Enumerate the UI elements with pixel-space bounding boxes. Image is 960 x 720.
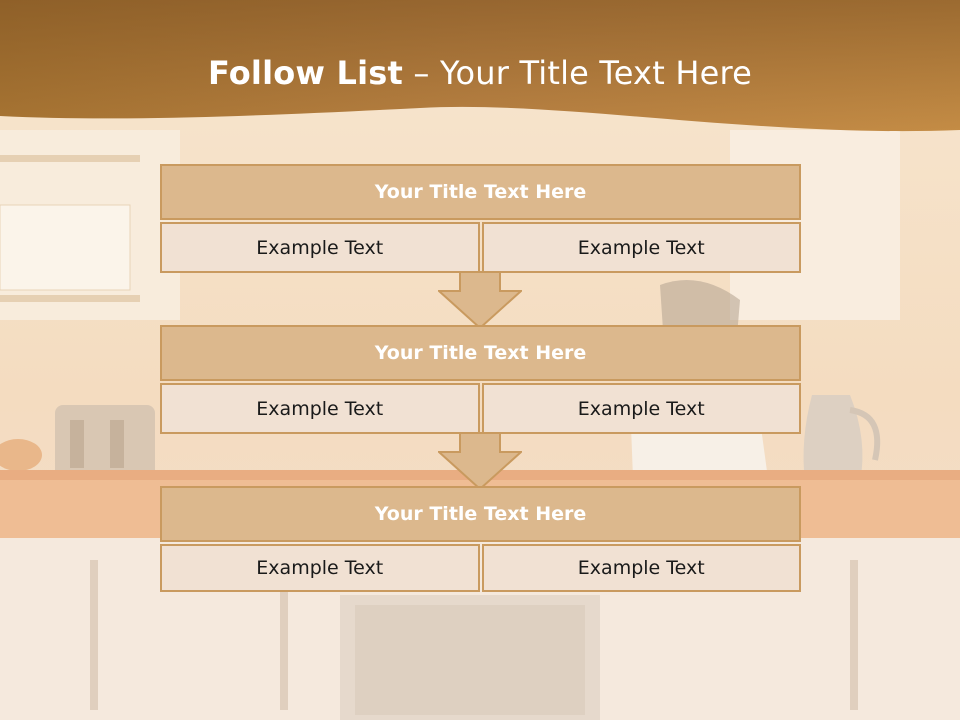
step-1-left-text: Example Text — [160, 222, 480, 273]
step-block-3: Your Title Text Here Example Text Exampl… — [160, 486, 801, 592]
step-1-right-text: Example Text — [481, 222, 801, 273]
down-arrow-icon — [438, 271, 522, 329]
step-block-1: Your Title Text Here Example Text Exampl… — [160, 164, 801, 273]
step-2-title: Your Title Text Here — [160, 325, 801, 381]
step-block-2: Your Title Text Here Example Text Exampl… — [160, 325, 801, 434]
step-2-left-text: Example Text — [160, 383, 480, 434]
slide-title: Follow List – Your Title Text Here — [0, 54, 960, 92]
title-band — [0, 0, 960, 132]
step-3-right-text: Example Text — [481, 544, 801, 592]
slide-title-bold: Follow List — [207, 54, 404, 92]
step-1-title: Your Title Text Here — [160, 164, 801, 220]
down-arrow-icon — [438, 432, 522, 490]
step-3-title: Your Title Text Here — [160, 486, 801, 542]
step-3-left-text: Example Text — [160, 544, 480, 592]
slide-title-rest: – Your Title Text Here — [403, 54, 753, 92]
step-2-right-text: Example Text — [481, 383, 801, 434]
